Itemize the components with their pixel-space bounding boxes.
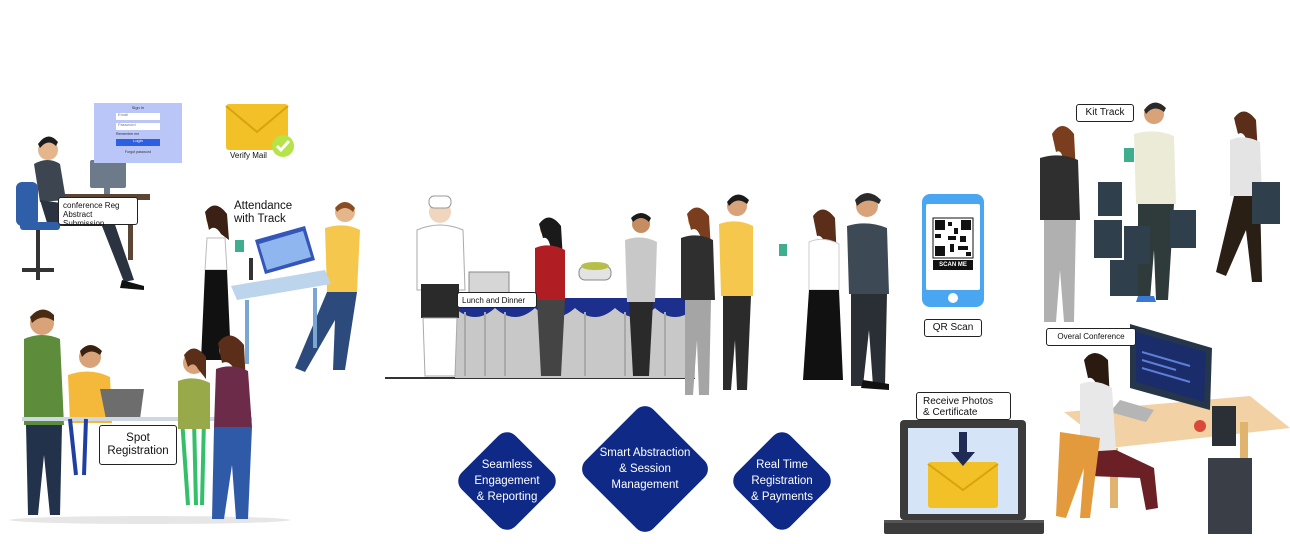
buffet-illustration — [385, 195, 695, 379]
scan-me-label: SCAN ME — [939, 262, 967, 268]
email-field[interactable]: Email — [116, 112, 160, 120]
receive-photos-label: Receive Photos & Certificate — [916, 392, 1011, 420]
envelope-download-icon — [927, 432, 999, 508]
feature-text-engagement: Seamless Engagement & Reporting — [474, 459, 540, 503]
spot-registration-illustration — [10, 309, 290, 524]
login-button[interactable]: Login — [116, 138, 160, 146]
lunch-dinner-label: Lunch and Dinner — [457, 292, 537, 308]
verify-mail-label: Verify Mail — [230, 151, 267, 160]
attendance-illustration — [201, 202, 360, 372]
spot-registration-label: Spot Registration — [99, 425, 177, 465]
feature-text-registration: Real Time Registration & Payments — [751, 459, 813, 503]
qr-scan-label: QR Scan — [924, 319, 982, 337]
kit-track-illustration — [1040, 102, 1280, 322]
login-card: Sign In Email Password Remember me Login… — [94, 103, 182, 163]
networking-illustration — [681, 193, 889, 395]
remember-label: Remember me — [116, 132, 140, 136]
conference-reg-label: conference Reg Abstract Submission — [58, 197, 138, 228]
password-field[interactable]: Password — [116, 122, 160, 130]
overall-conference-illustration — [1056, 324, 1290, 534]
attendance-label: Attendance with Track — [234, 200, 293, 226]
forgot-link[interactable]: Forgot password — [124, 150, 152, 154]
feature-text-abstraction: Smart Abstraction & Session Management — [599, 447, 691, 491]
mail-envelope-icon — [225, 104, 294, 157]
kit-track-label: Kit Track — [1076, 104, 1134, 122]
qr-phone-icon — [922, 194, 984, 307]
overall-conference-label: Overal Conference — [1046, 328, 1136, 346]
login-title: Sign In — [131, 105, 145, 110]
